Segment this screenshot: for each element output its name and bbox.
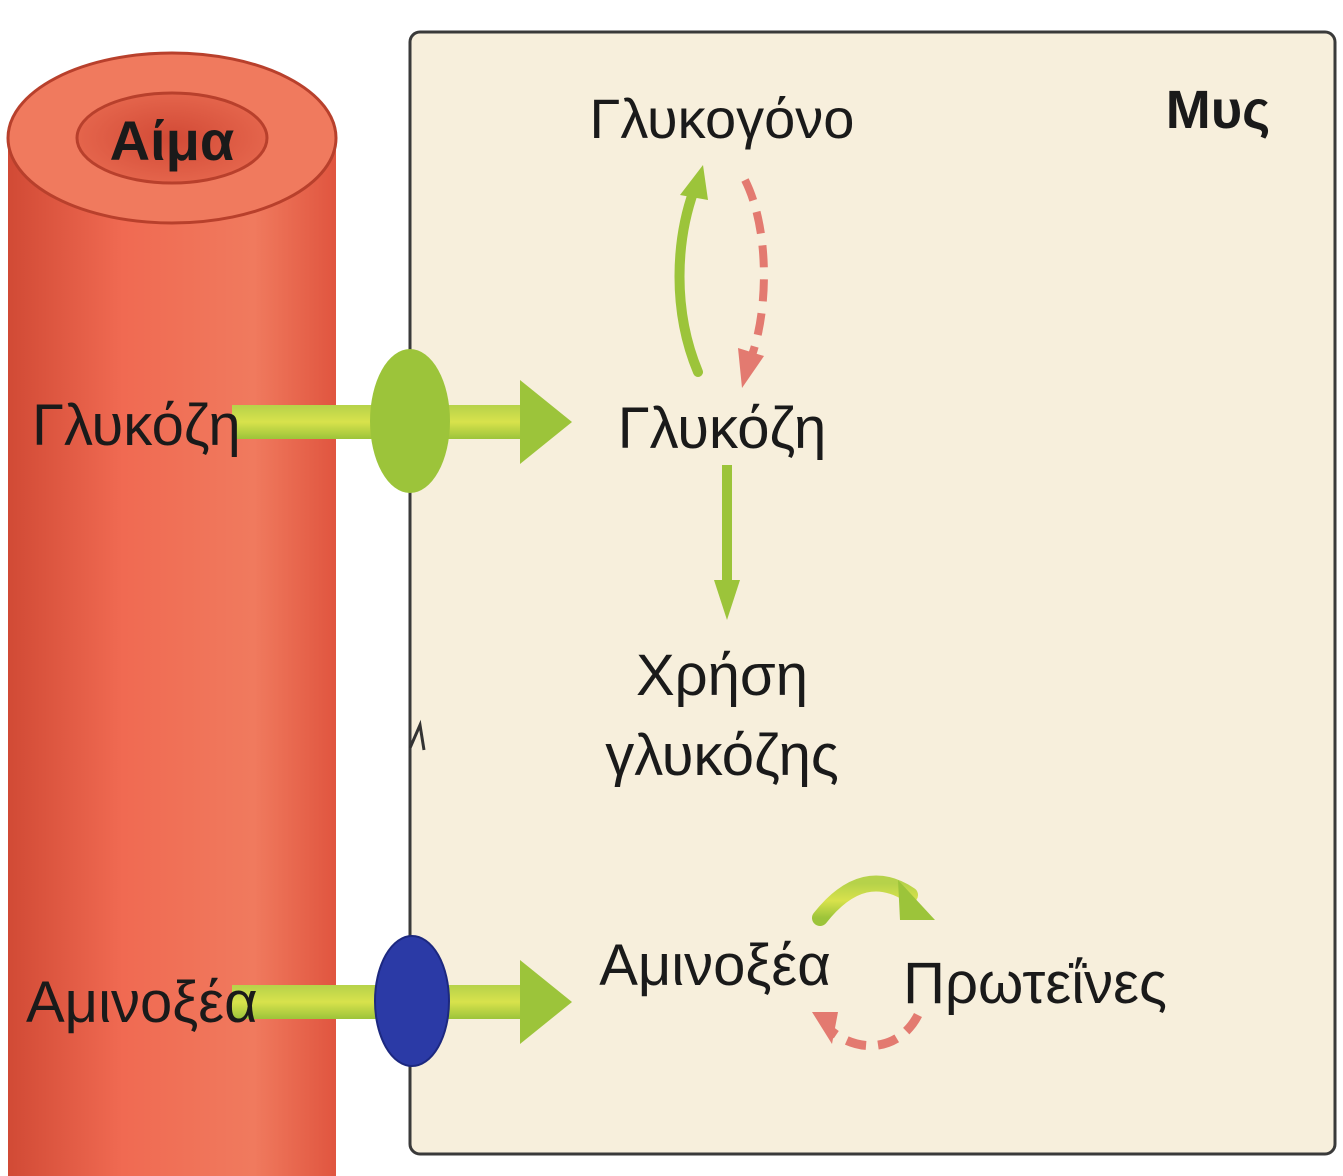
amino-transporter	[375, 936, 449, 1066]
glucose-transporter	[370, 349, 450, 493]
glycogen-label: Γλυκογόνο	[590, 87, 855, 150]
glucose-use-label-line1: Χρήση	[636, 643, 808, 708]
muscle-amino-label: Αμινοξέα	[599, 933, 831, 998]
muscle-label: Μυς	[1166, 80, 1271, 140]
glucose-use-label-line2: γλυκόζης	[605, 723, 839, 788]
blood-label: Αίμα	[110, 109, 235, 172]
blood-amino-label: Αμινοξέα	[26, 970, 258, 1035]
blood-glucose-label: Γλυκόζη	[32, 393, 241, 458]
muscle-glucose-label: Γλυκόζη	[618, 396, 827, 461]
proteins-label: Πρωτεΐνες	[903, 951, 1167, 1016]
